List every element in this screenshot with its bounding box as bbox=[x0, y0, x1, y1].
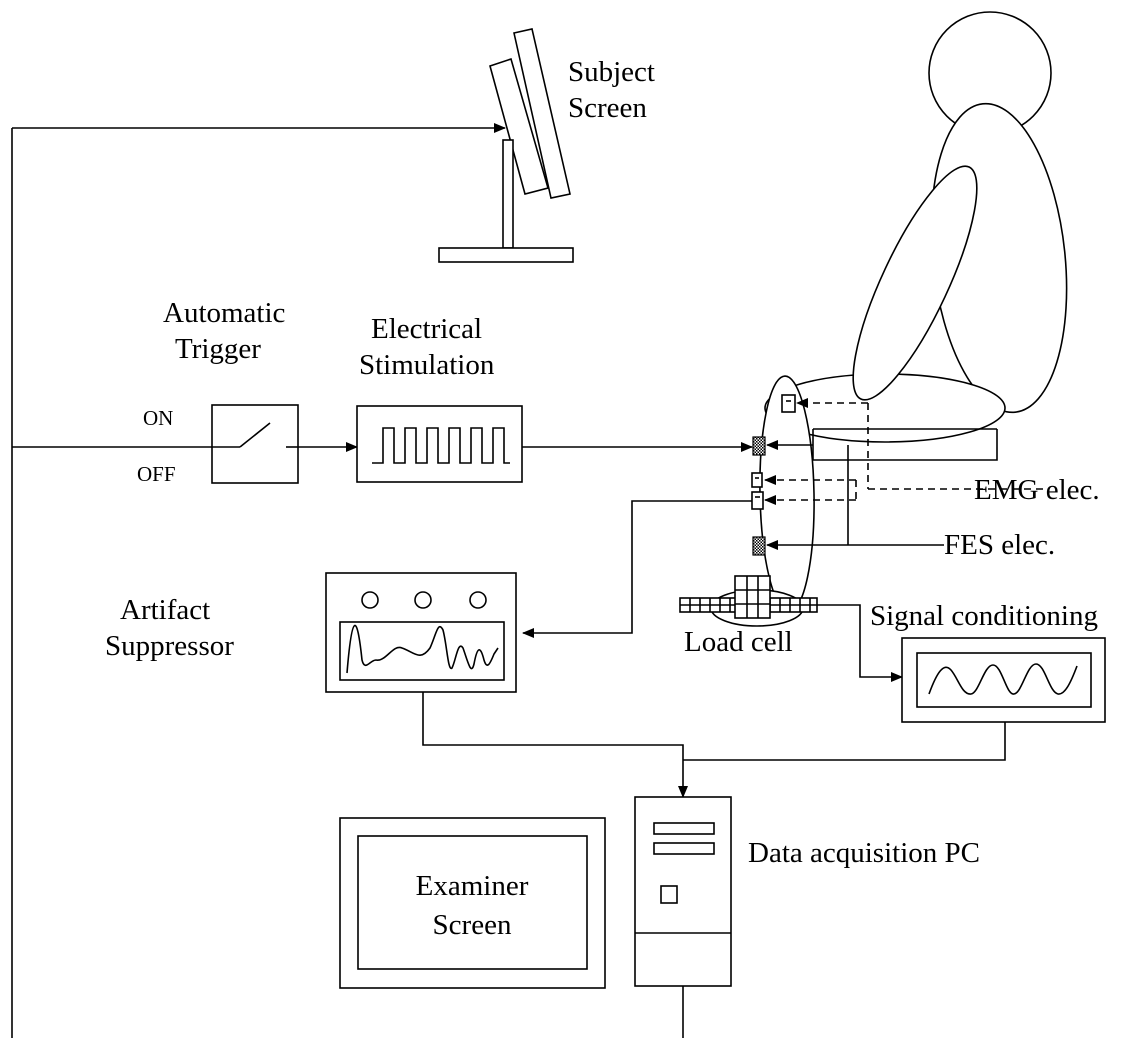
emg-electrode-label: EMG elec. bbox=[974, 474, 1100, 506]
examiner-screen-monitor-icon bbox=[339, 817, 606, 989]
subject-screen-label-line2: Screen bbox=[568, 92, 647, 124]
electrical-stimulator-pulse-train-icon bbox=[356, 405, 523, 483]
emg-electrode-lower bbox=[751, 491, 764, 510]
subject-screen-monitor-icon bbox=[438, 28, 574, 263]
switch-on-label: ON bbox=[143, 406, 173, 430]
electrical-stimulation-label-line1: Electrical bbox=[371, 313, 482, 345]
load-cell-icon bbox=[679, 575, 818, 619]
seated-person-icon bbox=[710, 11, 1068, 627]
fes-electrode-upper bbox=[752, 436, 766, 456]
signal-conditioning-label: Signal conditioning bbox=[870, 600, 1098, 632]
fes-electrode-lower bbox=[752, 536, 766, 556]
suppressor-to-pc-arrow bbox=[422, 692, 688, 798]
trigger-bus-line bbox=[11, 123, 506, 1038]
artifact-suppressor-label-line1: Artifact bbox=[120, 594, 210, 626]
data-acquisition-pc-tower-icon bbox=[634, 796, 732, 1038]
emg-to-suppressor-arrow bbox=[522, 500, 752, 638]
examiner-screen-label-line2: Screen bbox=[433, 909, 512, 941]
conditioner-to-pc-line bbox=[683, 722, 1006, 761]
examiner-screen-label-line1: Examiner bbox=[416, 870, 529, 902]
load-cell-label: Load cell bbox=[684, 626, 793, 658]
load-cell-to-conditioner-arrow bbox=[817, 604, 903, 682]
artifact-suppressor-label-line2: Suppressor bbox=[105, 630, 234, 662]
electrical-stimulation-label-line2: Stimulation bbox=[359, 349, 495, 381]
fes-electrode-label: FES elec. bbox=[944, 529, 1055, 561]
automatic-trigger-label-line2: Trigger bbox=[175, 333, 261, 365]
switch-off-label: OFF bbox=[137, 462, 176, 486]
emg-electrode-wiring bbox=[764, 398, 1043, 505]
fes-electrode-wiring bbox=[766, 428, 998, 550]
emg-electrode-thigh bbox=[781, 394, 796, 413]
emg-electrode-upper bbox=[751, 472, 763, 488]
subject-screen-label-line1: Subject bbox=[568, 56, 655, 88]
data-acquisition-pc-label: Data acquisition PC bbox=[748, 837, 980, 869]
artifact-suppressor-oscilloscope-icon bbox=[325, 572, 517, 693]
automatic-trigger-label-line1: Automatic bbox=[163, 297, 285, 329]
trigger-switch-icon bbox=[211, 404, 299, 484]
signal-conditioning-sine-wave-icon bbox=[901, 637, 1106, 723]
